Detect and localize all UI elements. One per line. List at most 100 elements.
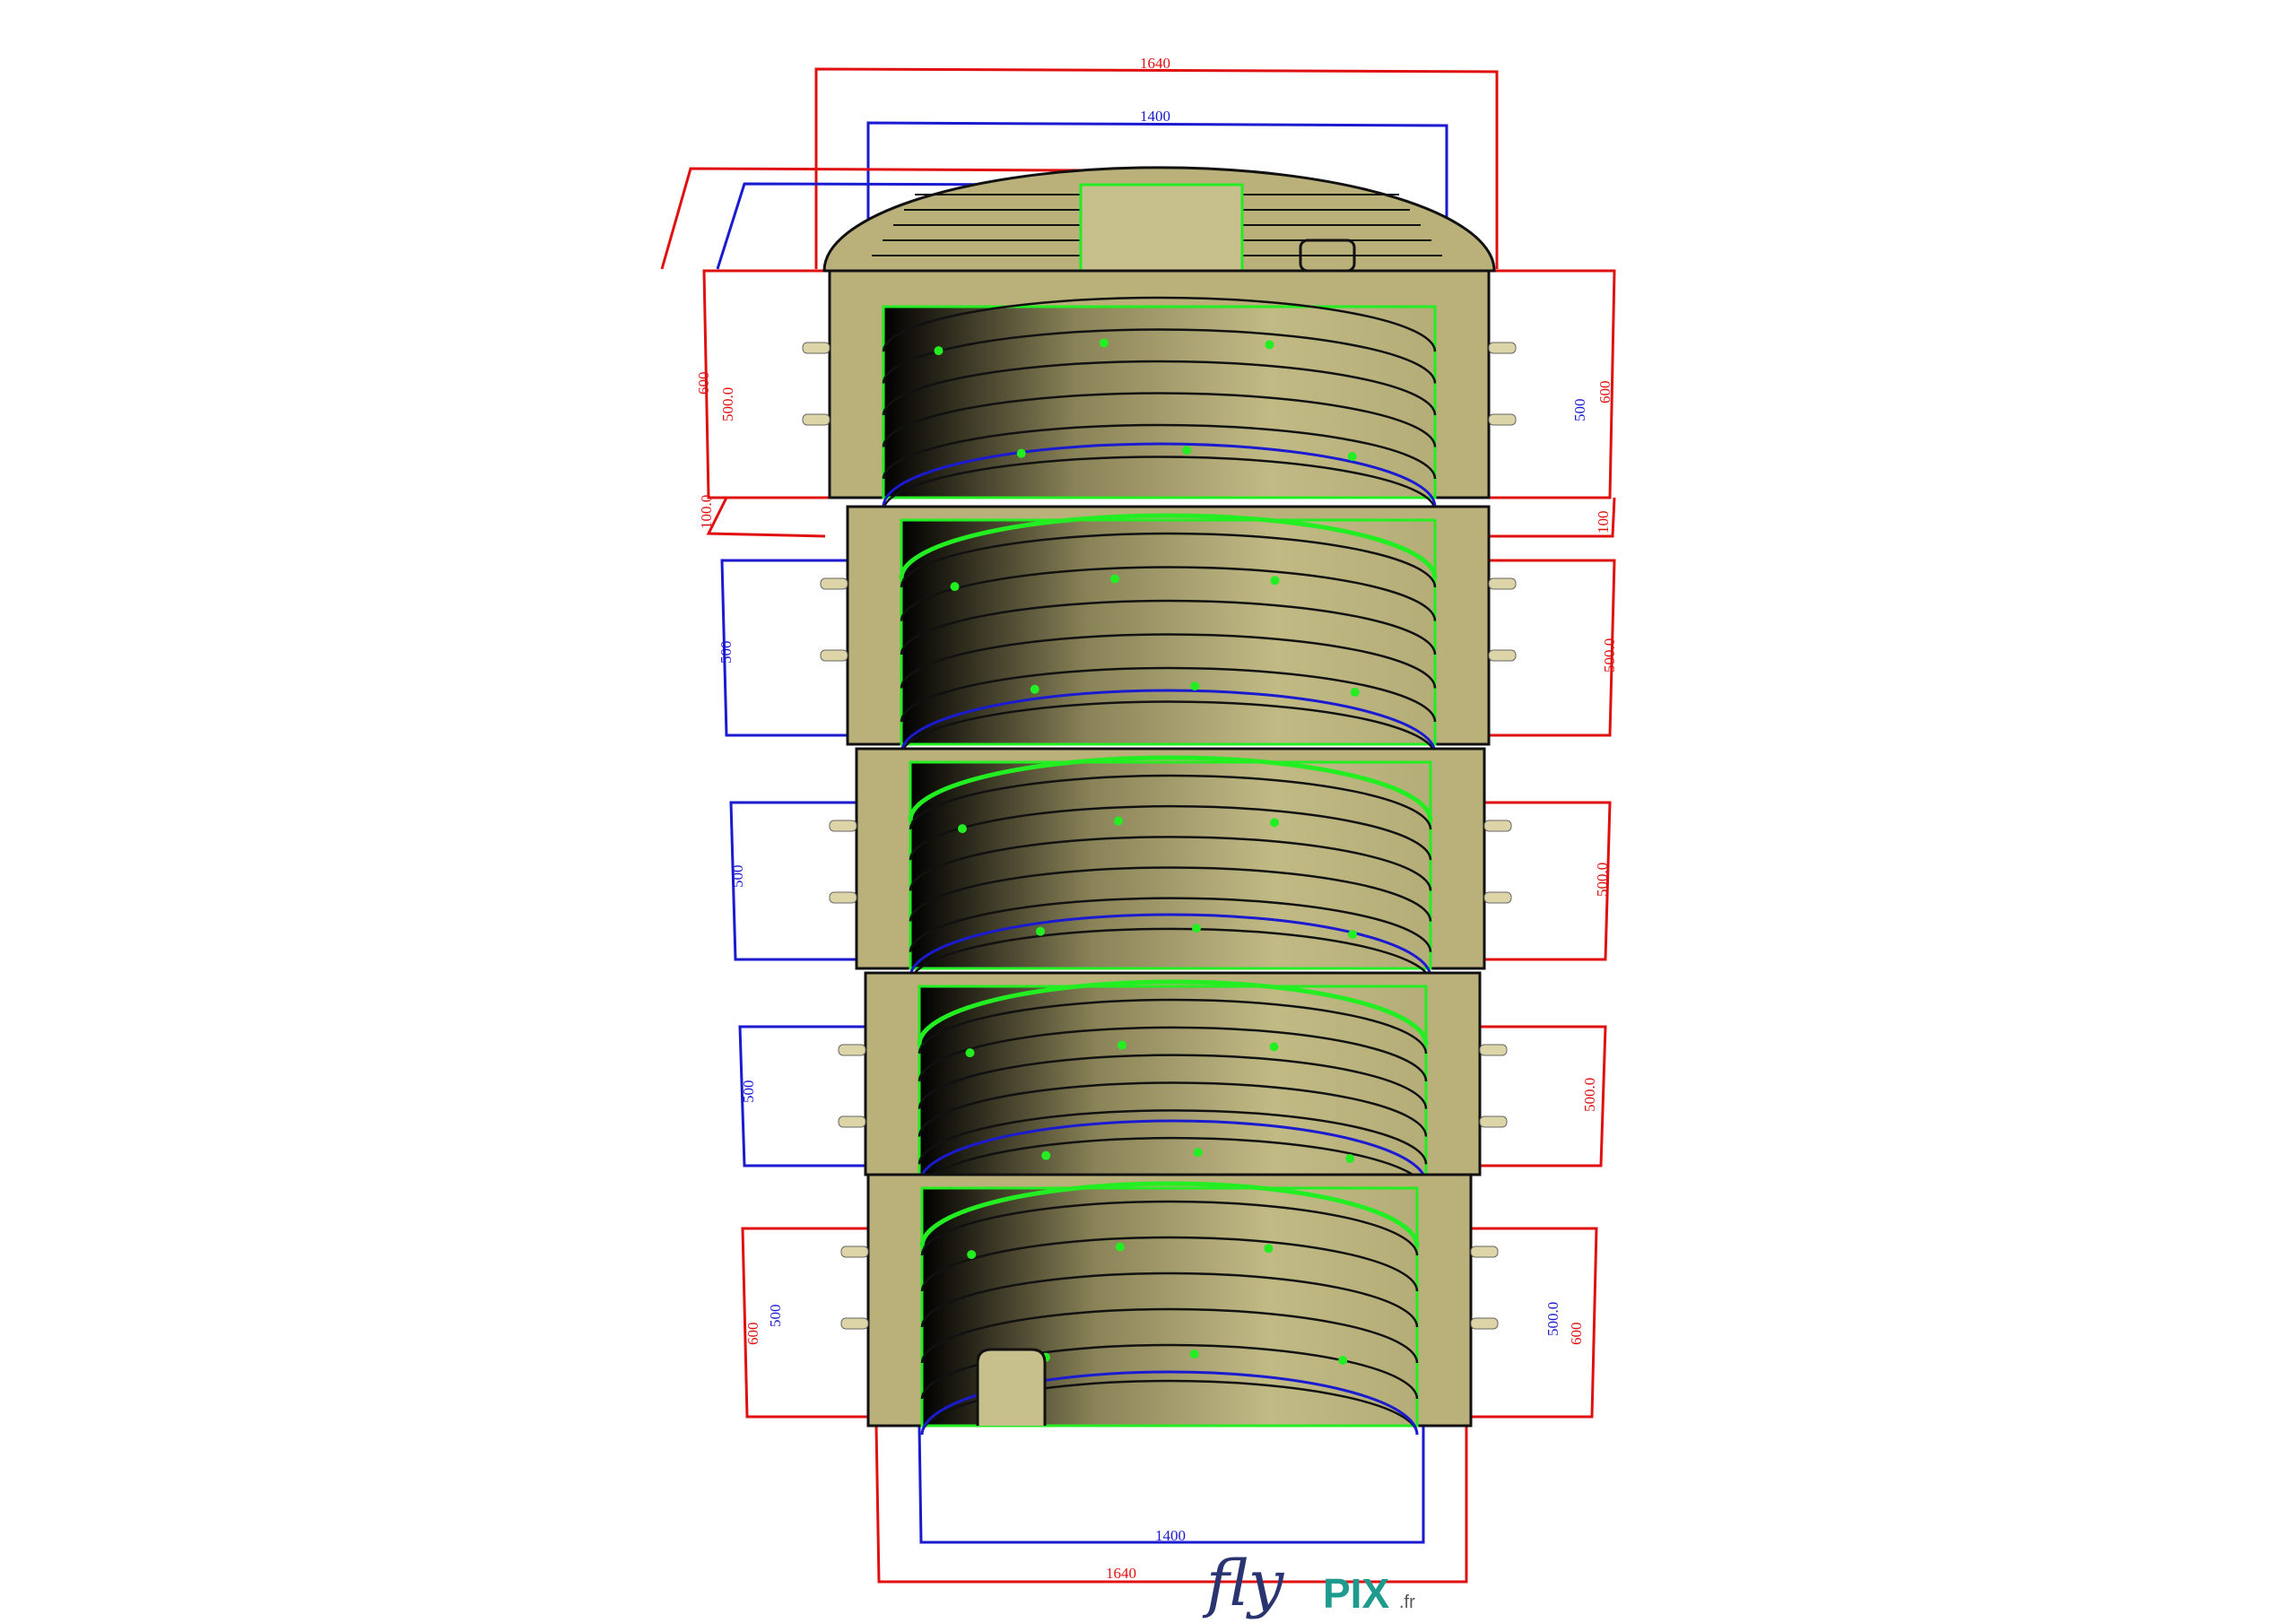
bolt-dot — [934, 346, 944, 356]
ring-stave-line — [920, 1271, 1419, 1328]
ring-stave-line — [909, 927, 1432, 983]
ring-stave-line — [918, 1109, 1428, 1165]
dim-box-top-inner — [866, 121, 1448, 269]
ring-stave-line — [882, 392, 1437, 447]
dim-box-right-1 — [1489, 559, 1616, 737]
bolt-dot — [1189, 1350, 1199, 1359]
manhole-opening — [1079, 183, 1244, 273]
bolt-dot — [1110, 574, 1119, 584]
bolt-dot — [1100, 338, 1109, 348]
bolt-dot — [1265, 340, 1274, 350]
pipe-stub — [838, 1044, 866, 1056]
ring-joint-line — [900, 689, 1437, 754]
pipe-stub — [820, 577, 848, 590]
ring-stave-line — [882, 296, 1437, 352]
ring-segment-3 — [838, 971, 1508, 1193]
ring-stave-line — [900, 666, 1437, 723]
ring-stave-line — [909, 804, 1432, 861]
ring-stave-line — [918, 998, 1428, 1055]
bolt-dot — [1114, 816, 1123, 826]
dim-seg3-left: 500 — [740, 1081, 757, 1104]
pipe-stub — [1470, 1317, 1499, 1330]
dim-box-left-2 — [729, 801, 857, 961]
ring-stave-line — [909, 897, 1432, 952]
dim-seg4-left-inner: 500 — [767, 1305, 784, 1328]
dimension-lines — [660, 67, 1616, 1584]
pipe-stub — [838, 1115, 866, 1128]
ring-inner-surface — [909, 760, 1432, 970]
bolt-dot — [1115, 1242, 1125, 1252]
ring-stave-line — [900, 633, 1437, 689]
dim-box-left-3 — [738, 1025, 865, 1167]
ring-joint-line — [920, 1370, 1419, 1436]
dim-seg0-right-outer: 600 — [1596, 381, 1613, 404]
dim-seg0-left-base: 100.0 — [698, 495, 715, 529]
pipe-stub — [802, 413, 831, 426]
dim-seg0-right-base: 100 — [1595, 511, 1612, 534]
bolt-dot — [1338, 1356, 1348, 1366]
pipe-stub — [840, 1245, 869, 1258]
pipe-stub — [1470, 1245, 1499, 1258]
bolt-dot — [1190, 681, 1200, 691]
dim-seg2-right: 500.0 — [1594, 863, 1611, 897]
bolt-dot — [967, 1250, 977, 1260]
dim-box-left-0 — [702, 269, 830, 499]
ring-stave-line — [920, 1236, 1419, 1292]
logo-fr: .fr — [1399, 1593, 1415, 1612]
dim-seg1-left: 500 — [718, 641, 735, 664]
ring-stave-line — [909, 866, 1432, 922]
dim-box-left-1 — [720, 559, 848, 737]
dim-seg0-left-outer: 600 — [695, 372, 712, 395]
dim-box-right-0 — [1489, 269, 1616, 499]
ring-segment-0 — [802, 269, 1517, 511]
pipe-stub — [802, 342, 831, 354]
pipe-stub — [840, 1317, 869, 1330]
dim-seg4-right-inner: 500.0 — [1544, 1302, 1561, 1336]
ring-edge-highlight — [908, 755, 1433, 821]
ring-joint-line — [909, 913, 1432, 978]
pipe-stub — [1488, 413, 1517, 426]
bolt-dot — [950, 582, 960, 592]
ring-joint-line — [918, 1119, 1428, 1185]
bolt-dot — [1269, 1042, 1279, 1052]
bolt-dot — [1118, 1040, 1126, 1050]
dim-box-bottom-inner — [918, 1425, 1425, 1544]
dim-seg0-left-inner: 500.0 — [719, 387, 736, 421]
ring-stave-line — [882, 360, 1437, 416]
ring-stave-line — [900, 566, 1437, 621]
dim-seg4-right-outer: 600 — [1568, 1323, 1585, 1346]
ring-segment-4 — [840, 1173, 1499, 1436]
bolt-dot — [1041, 1150, 1051, 1160]
dim-seg3-right: 500.0 — [1581, 1078, 1598, 1112]
flypix-logo: fly PIX .fr — [1202, 1547, 1415, 1620]
ring-stave-line — [900, 532, 1437, 588]
pipe-stub — [820, 649, 848, 662]
ring-stave-line — [882, 423, 1437, 480]
dim-seg0-right-inner: 500 — [1571, 399, 1588, 422]
pipe-stub — [1479, 1115, 1508, 1128]
pipe-stub — [829, 891, 857, 904]
bolt-dot — [1192, 924, 1201, 933]
bolt-dot — [1193, 1148, 1203, 1158]
bolt-dot — [1182, 446, 1192, 456]
bolt-dot — [1016, 448, 1026, 458]
dim-top-outer: 1640 — [1140, 55, 1170, 72]
bolt-dot — [1350, 688, 1360, 698]
dim-box-right-4 — [1471, 1227, 1598, 1419]
dim-box-right-3 — [1480, 1025, 1607, 1167]
bolt-dot — [1036, 926, 1045, 936]
ring-edge-highlight — [917, 979, 1429, 1046]
ring-stave-line — [909, 774, 1432, 830]
dim-box-bottom-outer — [874, 1425, 1468, 1584]
bolt-dot — [1270, 576, 1280, 586]
logo-fly: fly — [1202, 1547, 1285, 1620]
ring-stave-line — [920, 1307, 1419, 1364]
bolt-dot — [1270, 818, 1279, 828]
ring-edge-highlight — [899, 513, 1438, 579]
ring-stave-line — [920, 1379, 1419, 1436]
dim-seg1-right: 500.0 — [1601, 638, 1618, 673]
bolt-dot — [1030, 684, 1039, 694]
ring-stave-line — [900, 599, 1437, 655]
dim-bottom-inner: 1400 — [1155, 1527, 1186, 1544]
